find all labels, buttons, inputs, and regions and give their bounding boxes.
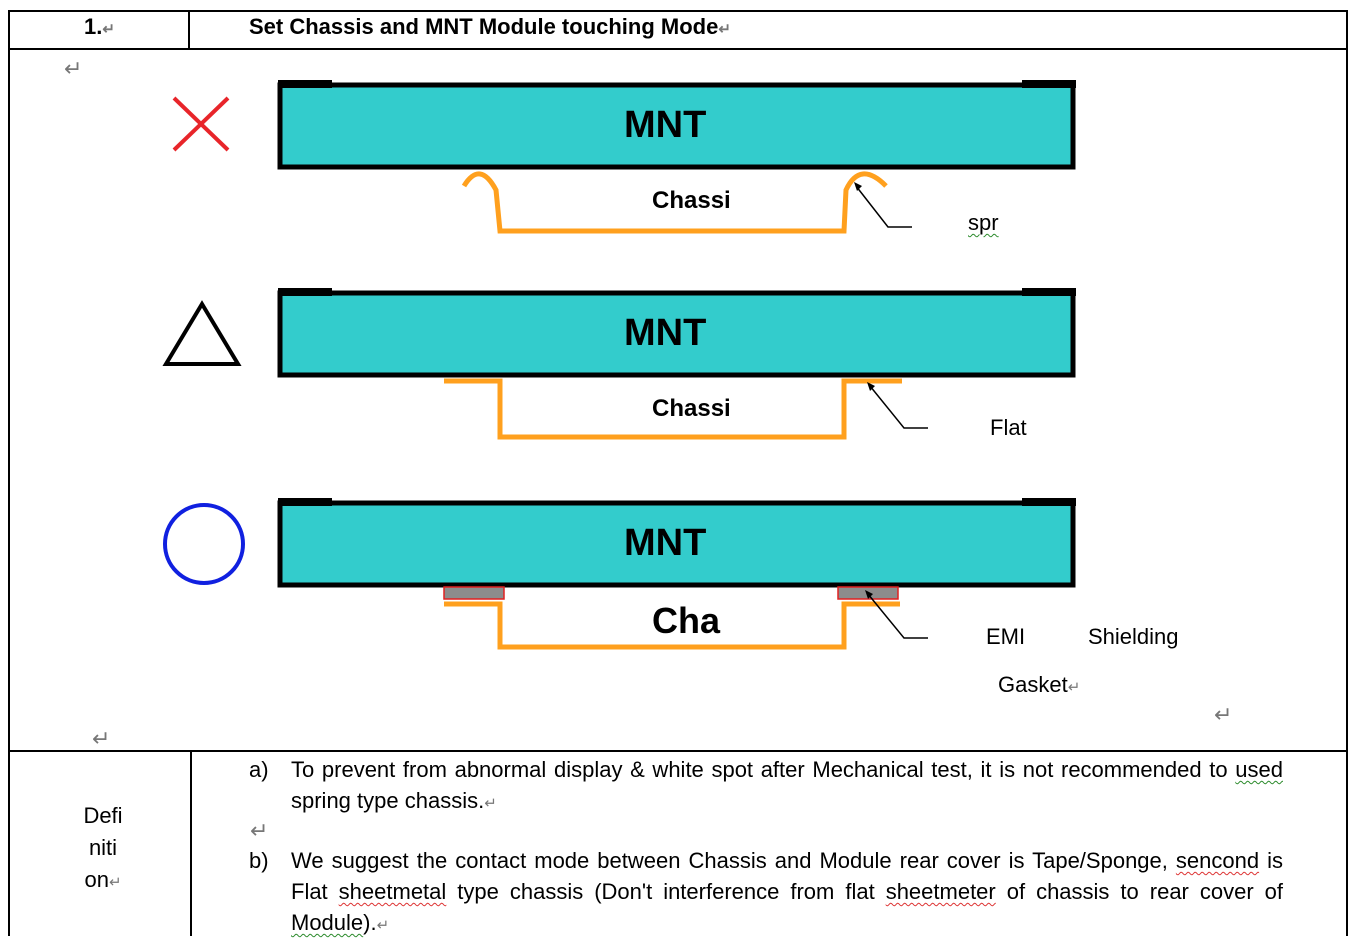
table-border-top — [8, 10, 1348, 12]
module-bracket — [278, 288, 332, 296]
emi-gasket — [443, 586, 505, 600]
circle-icon — [163, 503, 245, 585]
table-border-left — [8, 10, 10, 936]
mnt-module — [277, 290, 1076, 378]
chassis-outline — [461, 171, 888, 234]
chassis-outline — [444, 601, 900, 650]
callout-label: spr — [968, 210, 999, 235]
callout-leader — [855, 185, 912, 228]
module-bracket — [1022, 80, 1076, 88]
diagram-spring-contact — [277, 80, 1076, 234]
callout-label-emi: EMI — [986, 624, 1026, 649]
header-col-divider — [188, 10, 190, 50]
section-title: Set Chassis and MNT Module touching Mode… — [249, 14, 731, 39]
definition-col-divider — [190, 750, 192, 936]
diagram-gasket-contact — [277, 498, 1076, 650]
definition-label: Defi niti on↵ — [83, 803, 123, 892]
module-label: MNT — [624, 104, 707, 146]
diagram-flat-contact — [277, 288, 1076, 440]
module-bracket — [1022, 498, 1076, 506]
section-number: 1.↵ — [84, 14, 115, 39]
table-border-right — [1346, 10, 1348, 936]
chassis-label: Cha — [652, 600, 721, 641]
module-label: MNT — [624, 312, 707, 354]
module-bracket — [278, 498, 332, 506]
callout-label-shielding: Shielding — [1088, 624, 1179, 649]
mnt-module — [277, 82, 1076, 170]
paragraph-mark: ↵ — [64, 56, 83, 81]
chassis-outline — [444, 378, 902, 440]
header-row-divider — [8, 48, 1348, 50]
definition-item-b: b) We suggest the contact mode between C… — [249, 848, 1284, 935]
module-label: MNT — [624, 522, 707, 564]
mnt-module — [277, 500, 1076, 588]
chassis-label: Chassi — [652, 187, 731, 214]
callout-label: Flat — [990, 415, 1027, 440]
paragraph-mark: ↵ — [250, 818, 269, 843]
paragraph-mark: ↵ — [92, 726, 111, 751]
module-bracket — [278, 80, 332, 88]
cross-icon — [172, 96, 230, 152]
triangle-icon — [162, 300, 242, 366]
callout-leader — [869, 385, 928, 429]
definition-item-a: a) To prevent from abnormal display & wh… — [249, 757, 1283, 813]
chassis-label: Chassi — [652, 395, 731, 422]
callout-leader — [867, 593, 928, 639]
module-bracket — [1022, 288, 1076, 296]
callout-label-gasket: Gasket↵ — [998, 672, 1081, 697]
paragraph-mark: ↵ — [1214, 702, 1233, 727]
definition-row-divider — [8, 750, 1348, 752]
